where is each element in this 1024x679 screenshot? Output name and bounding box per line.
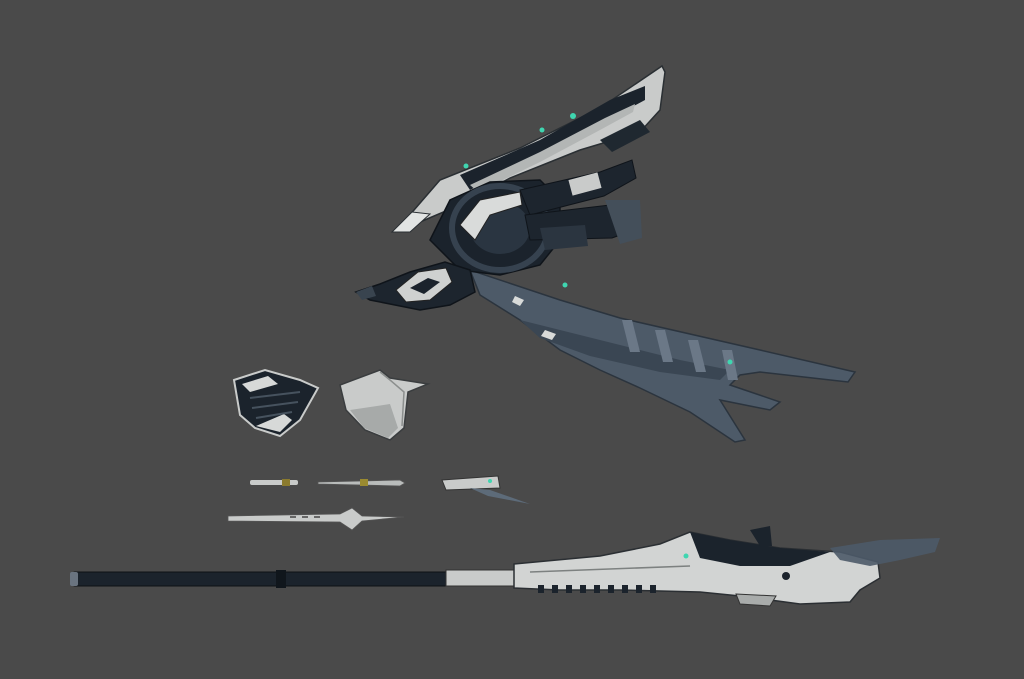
rifle-muzzle-flare	[830, 538, 940, 566]
upper-wing-dark-edge	[600, 120, 650, 152]
blade-light	[488, 479, 492, 483]
rifle-vent	[636, 585, 642, 593]
spear-shaft	[227, 507, 405, 531]
thin-spear	[227, 507, 405, 531]
head-visor	[410, 278, 440, 294]
fin-slot	[722, 350, 738, 380]
fin-light	[562, 282, 568, 288]
rifle-light	[683, 553, 689, 559]
rifle-grip	[735, 593, 777, 607]
rifle-vent	[594, 585, 600, 593]
wing-light	[463, 163, 469, 169]
dark-plate-trim	[256, 414, 292, 432]
small-pin-2	[317, 479, 406, 487]
fin-slot	[622, 320, 640, 352]
fin-slot	[655, 330, 673, 362]
mech-wing-assembly	[354, 64, 857, 443]
fin-slot	[688, 340, 706, 372]
thruster-nozzle	[605, 200, 642, 244]
wing-light	[570, 113, 576, 119]
rifle-barrel-dark	[71, 571, 453, 587]
long-rifle	[70, 526, 940, 607]
rifle-top-fin	[750, 526, 772, 546]
core-white-panel	[459, 191, 523, 241]
rifle-vent	[622, 585, 628, 593]
rifle-side-line	[529, 565, 691, 573]
rifle-barrel-light	[445, 569, 519, 587]
rifle-barrel-joint	[276, 570, 286, 588]
fin-stripe	[512, 296, 524, 306]
thruster-upper-band	[568, 172, 602, 196]
upper-wing-inner	[470, 104, 635, 192]
fin-light	[727, 359, 733, 365]
pin-band	[282, 479, 290, 486]
pin-band	[360, 479, 368, 486]
tail-fin-underside	[520, 320, 730, 380]
wing-tip	[390, 211, 432, 233]
rifle-vent	[538, 585, 544, 593]
rifle-vent	[566, 585, 572, 593]
rifle-vent	[608, 585, 614, 593]
upper-wing-dark-band	[460, 86, 645, 190]
fin-stripe	[541, 330, 556, 340]
thruster-small	[540, 225, 588, 250]
head-beak	[356, 286, 376, 300]
rifle-barrel-tip	[70, 572, 78, 586]
rifle-vent	[580, 585, 586, 593]
small-blade	[441, 475, 530, 504]
light-plate-shade	[350, 404, 398, 438]
rifle-sight	[782, 572, 790, 580]
dark-plate-lines	[249, 391, 301, 419]
wing-light	[539, 127, 545, 133]
small-pin-1	[250, 479, 298, 486]
pin-shaft	[250, 480, 298, 485]
blade-hilt	[441, 475, 501, 491]
dark-shoulder-plate	[232, 368, 320, 438]
light-plate-edge	[379, 371, 405, 427]
rifle-vent	[650, 585, 656, 593]
light-shoulder-plate	[339, 369, 431, 441]
rifle-dark-panel	[690, 532, 830, 566]
dark-plate-trim	[242, 376, 278, 392]
rifle-vent	[552, 585, 558, 593]
blade-edge	[470, 488, 530, 504]
